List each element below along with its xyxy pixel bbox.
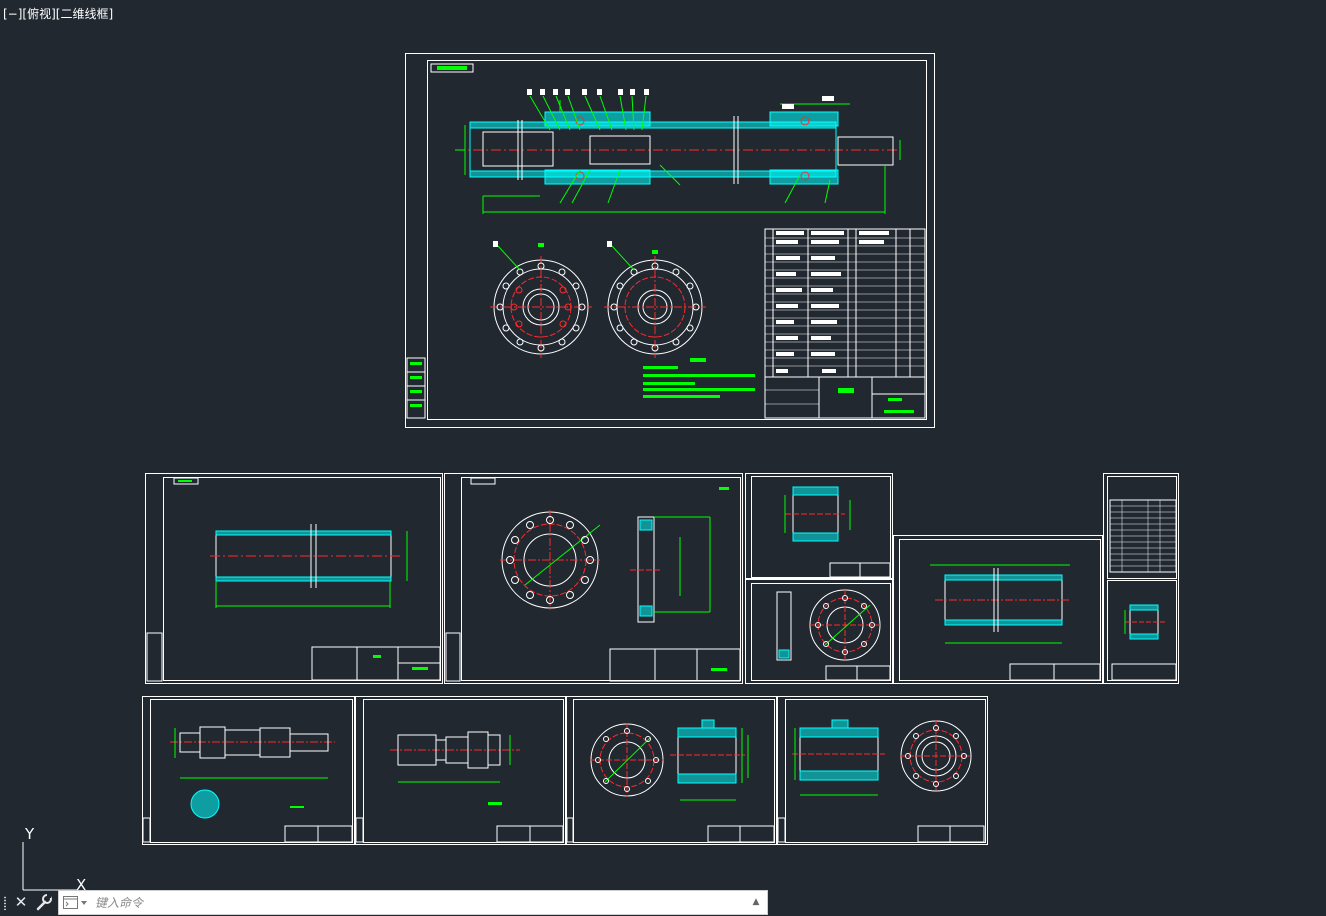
ucs-y-label: Y (24, 825, 35, 843)
triangle-up-icon[interactable]: ▲ (752, 897, 760, 907)
assembly-drawing-sheet[interactable] (405, 53, 935, 428)
part-sheet-gland-assembly[interactable] (745, 473, 893, 579)
part-sheet-flange[interactable] (444, 473, 743, 684)
part-sheet-detail-table[interactable] (1103, 473, 1179, 684)
cylinder-section-view (455, 89, 901, 214)
part-sheet-rear-cover[interactable] (777, 696, 988, 845)
command-input[interactable] (95, 893, 745, 912)
viewport-controls-label[interactable]: [−][俯视][二维线框] (3, 7, 114, 21)
part-sheet-rod-end[interactable] (355, 696, 566, 845)
command-prompt-icon[interactable] (63, 896, 91, 910)
part-sheet-front-cover[interactable] (566, 696, 777, 845)
command-input-box[interactable]: ▲ (58, 890, 768, 915)
grip-handle[interactable] (3, 896, 7, 910)
part-sheet-piston-rod[interactable] (142, 696, 355, 845)
flange-view-left (490, 241, 592, 358)
ucs-x-label: X (76, 876, 86, 894)
part-sheet-piston[interactable] (745, 579, 893, 684)
command-line-bar: ✕ ▲ (0, 889, 768, 916)
parts-list-table (764, 228, 926, 419)
wrench-icon[interactable] (34, 892, 54, 912)
technical-notes (643, 358, 755, 398)
part-sheet-barrel[interactable] (145, 473, 443, 684)
flange-view-right (604, 241, 706, 358)
close-icon[interactable]: ✕ (14, 893, 28, 911)
part-sheet-tube[interactable] (893, 535, 1103, 684)
